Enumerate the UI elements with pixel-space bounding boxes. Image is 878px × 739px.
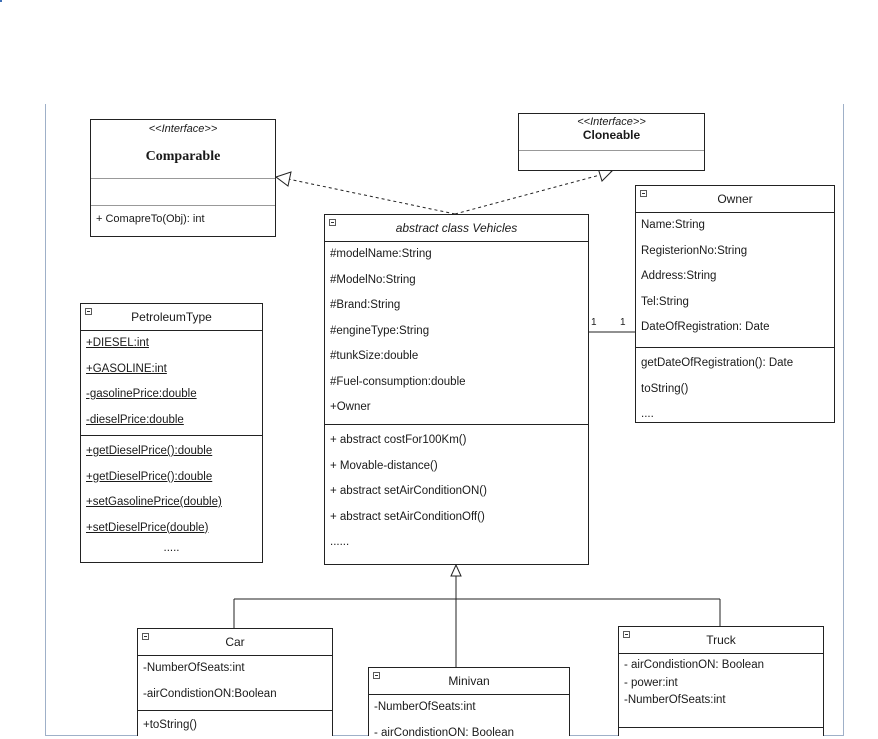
car-method: +toString() xyxy=(143,719,198,731)
owner-attribute: Name:String xyxy=(641,219,705,231)
minivan-name: Minivan xyxy=(448,674,490,688)
car-methods: +toString() xyxy=(138,710,332,736)
vehicles-attribute: +Owner xyxy=(330,401,371,413)
vehicles-method: + abstract setAirConditionON() xyxy=(330,485,487,497)
petroleum-attribute: -gasolinePrice:double xyxy=(86,388,197,400)
truck-methods xyxy=(619,727,823,736)
owner-name: Owner xyxy=(717,192,753,206)
collapse-icon[interactable] xyxy=(623,631,630,638)
owner-method: toString() xyxy=(641,382,689,395)
owner-attribute: DateOfRegistration: Date xyxy=(641,321,770,333)
owner-attribute: Address:String xyxy=(641,270,717,282)
owner-attributes: Name:String RegisterionNo:String Address… xyxy=(636,212,834,347)
truck-attribute: - airCondistionON: Boolean xyxy=(624,659,764,671)
truck-name: Truck xyxy=(706,633,736,647)
car-name: Car xyxy=(225,635,245,649)
realization-to-comparable xyxy=(287,178,456,215)
car-attribute: -NumberOfSeats:int xyxy=(143,662,245,674)
car-attributes: -NumberOfSeats:int -airCondistionON:Bool… xyxy=(138,655,332,710)
vehicles-name: abstract class Vehicles xyxy=(395,221,518,235)
petroleum-name: PetroleumType xyxy=(131,310,212,324)
truck-header: Truck xyxy=(619,627,823,653)
comparable-method: + ComapreTo(Obj): int xyxy=(96,213,205,225)
cloneable-header: <<Interface>> Cloneable xyxy=(519,114,704,150)
owner-class[interactable]: Owner Name:String RegisterionNo:String A… xyxy=(635,185,835,423)
minivan-attribute: - airCondistionON: Boolean xyxy=(374,726,514,737)
corner-marker xyxy=(0,0,2,2)
owner-method: .... xyxy=(641,408,654,420)
petroleum-type-class[interactable]: PetroleumType +DIESEL:int +GASOLINE:int … xyxy=(80,303,263,563)
frame-left-border xyxy=(45,104,46,736)
realization-arrowhead-comparable xyxy=(274,171,292,187)
owner-methods: getDateOfRegistration(): Date toString()… xyxy=(636,347,834,422)
owner-attribute: RegisterionNo:String xyxy=(641,244,748,257)
vehicles-methods: + abstract costFor100Km() + Movable-dist… xyxy=(325,424,588,564)
vehicles-header: abstract class Vehicles xyxy=(325,215,588,241)
petroleum-method: +setDieselPrice(double) xyxy=(86,521,209,534)
comparable-interface[interactable]: <<Interface>> Comparable + ComapreTo(Obj… xyxy=(90,119,276,237)
petroleum-method: +setGasolinePrice(double) xyxy=(86,496,222,508)
petroleum-method: +getDieselPrice():double xyxy=(86,470,213,483)
car-attribute: -airCondistionON:Boolean xyxy=(143,687,277,700)
truck-class[interactable]: Truck - airCondistionON: Boolean - power… xyxy=(618,626,824,736)
realization-to-cloneable xyxy=(454,174,601,215)
vehicles-attribute: #Brand:String xyxy=(330,299,401,311)
vehicles-method: + abstract costFor100Km() xyxy=(330,434,467,446)
frame-right-border xyxy=(843,104,844,736)
comparable-name: Comparable xyxy=(145,149,221,164)
minivan-class[interactable]: Minivan -NumberOfSeats:int - airCondisti… xyxy=(368,667,570,736)
owner-attribute: Tel:String xyxy=(641,295,689,308)
comparable-attributes xyxy=(91,178,275,205)
vehicles-attributes: #modelName:String #ModelNo:String #Brand… xyxy=(325,241,588,424)
comparable-stereotype: <<Interface>> xyxy=(148,123,218,135)
collapse-icon[interactable] xyxy=(329,219,336,226)
multiplicity-vehicles: 1 xyxy=(591,317,597,328)
truck-attribute: - power:int xyxy=(624,676,678,689)
cloneable-interface[interactable]: <<Interface>> Cloneable xyxy=(518,113,705,171)
petroleum-header: PetroleumType xyxy=(81,304,262,330)
car-header: Car xyxy=(138,629,332,655)
petroleum-attribute: -dieselPrice:double xyxy=(86,413,184,426)
cloneable-name: Cloneable xyxy=(582,128,641,142)
cloneable-stereotype: <<Interface>> xyxy=(577,116,646,128)
generalization-arrowhead xyxy=(450,563,462,577)
truck-attributes: - airCondistionON: Boolean - power:int -… xyxy=(619,653,823,727)
vehicles-attribute: #Fuel-consumption:double xyxy=(330,375,466,388)
collapse-icon[interactable] xyxy=(373,672,380,679)
petroleum-attribute: +GASOLINE:int xyxy=(86,362,167,375)
comparable-methods: + ComapreTo(Obj): int xyxy=(91,205,275,236)
vehicles-attribute: #modelName:String xyxy=(330,248,432,260)
owner-header: Owner xyxy=(636,186,834,212)
minivan-attributes: -NumberOfSeats:int - airCondistionON: Bo… xyxy=(369,694,569,736)
petroleum-method: +getDieselPrice():double xyxy=(86,445,213,457)
comparable-header: <<Interface>> Comparable xyxy=(91,120,275,178)
petroleum-method: ..... xyxy=(163,542,180,554)
car-class[interactable]: Car -NumberOfSeats:int -airCondistionON:… xyxy=(137,628,333,736)
petroleum-attribute: +DIESEL:int xyxy=(86,337,149,349)
collapse-icon[interactable] xyxy=(142,633,149,640)
vehicles-method: ...... xyxy=(330,536,350,548)
collapse-icon[interactable] xyxy=(85,308,92,315)
minivan-attribute: -NumberOfSeats:int xyxy=(374,701,476,713)
vehicles-attribute: #ModelNo:String xyxy=(330,273,416,286)
petroleum-methods: +getDieselPrice():double +getDieselPrice… xyxy=(81,435,262,562)
truck-attribute: -NumberOfSeats:int xyxy=(624,694,726,706)
minivan-header: Minivan xyxy=(369,668,569,694)
cloneable-body xyxy=(519,150,704,170)
vehicles-method: + abstract setAirConditionOff() xyxy=(330,510,485,523)
vehicles-class[interactable]: abstract class Vehicles #modelName:Strin… xyxy=(324,214,589,565)
collapse-icon[interactable] xyxy=(640,190,647,197)
multiplicity-owner: 1 xyxy=(620,317,626,328)
owner-method: getDateOfRegistration(): Date xyxy=(641,357,794,369)
vehicles-method: + Movable-distance() xyxy=(330,459,438,472)
vehicles-attribute: #tunkSize:double xyxy=(330,350,419,362)
vehicles-attribute: #engineType:String xyxy=(330,324,430,337)
petroleum-attributes: +DIESEL:int +GASOLINE:int -gasolinePrice… xyxy=(81,330,262,435)
